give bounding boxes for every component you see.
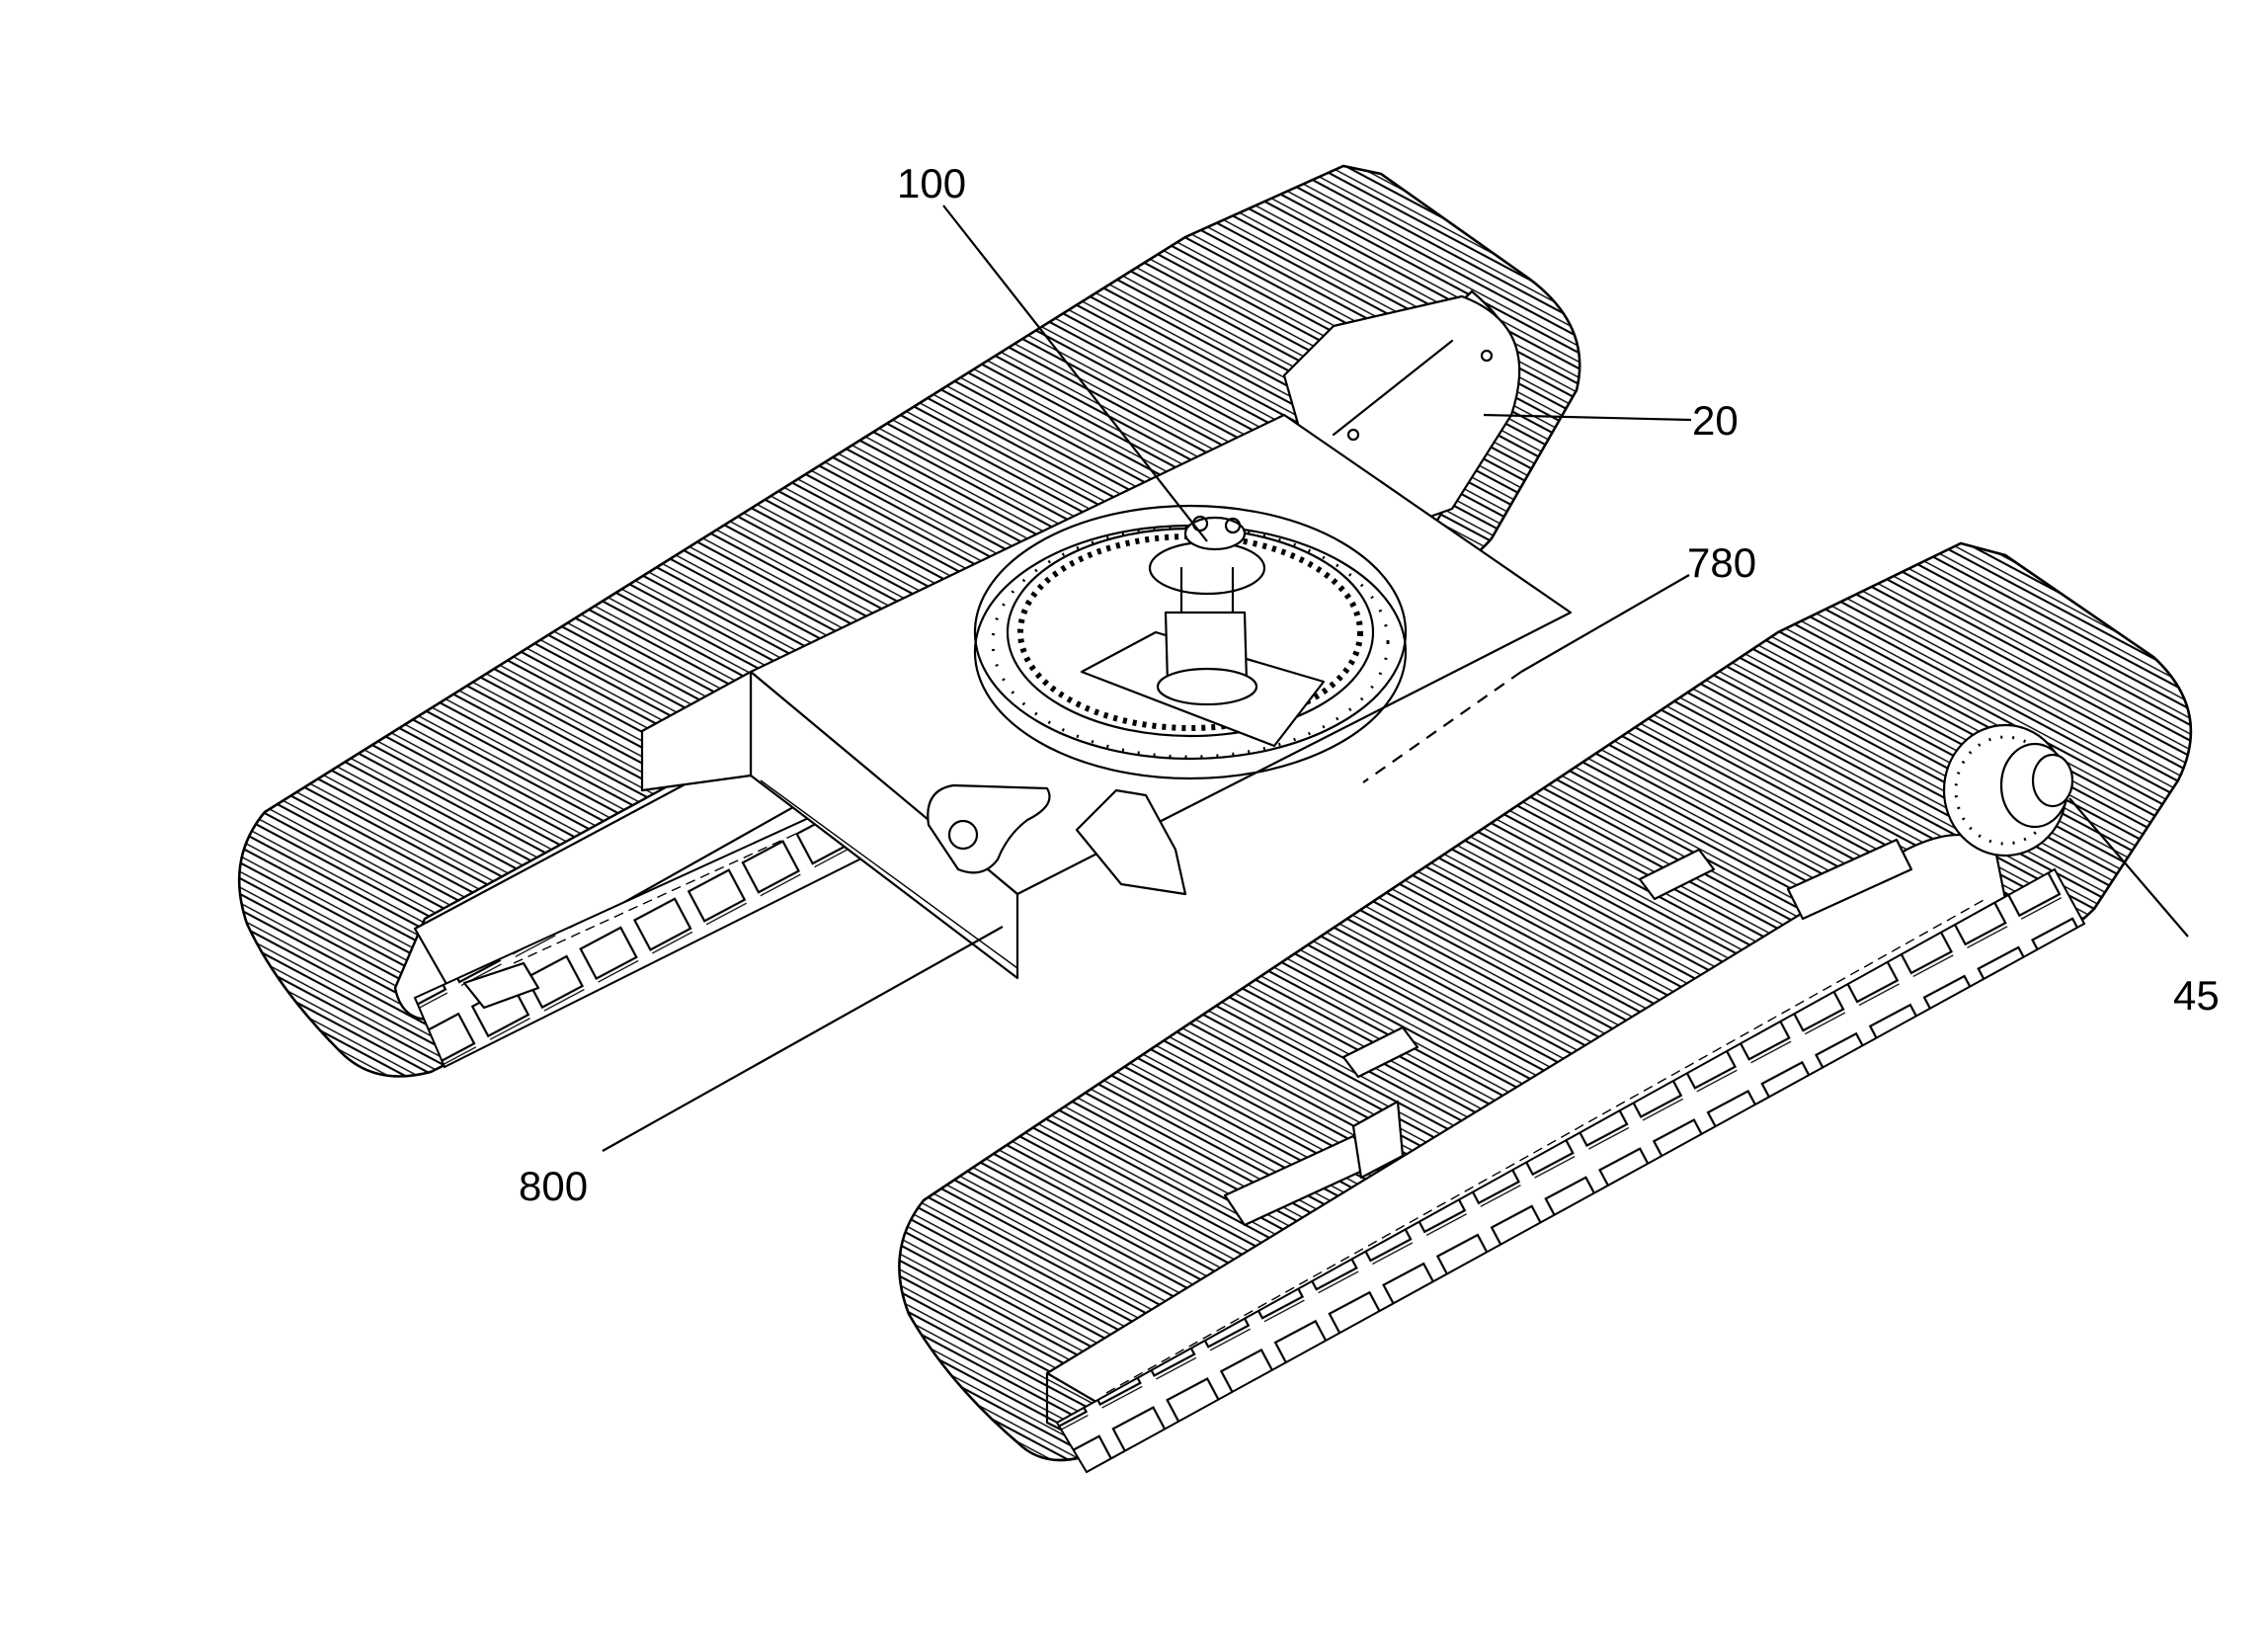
carrier-roller-1 [1341, 1025, 1419, 1079]
leader-20 [1483, 413, 1692, 422]
reference-numerals: 100 20 780 45 800 [519, 160, 2220, 1209]
label-780: 780 [1687, 539, 1756, 586]
rotary-joint-stem [1179, 566, 1235, 614]
rotary-joint-top [1183, 516, 1247, 551]
final-drive-cap [2031, 753, 2074, 808]
leader-780 [1520, 574, 1690, 673]
body-bracket [1075, 788, 1187, 896]
right-track-chain [1105, 898, 1986, 1394]
rotary-joint-port-2 [1224, 517, 1242, 534]
swing-bearing [973, 504, 1408, 780]
leader-45 [2068, 797, 2189, 938]
housing-chevron [1332, 339, 1454, 437]
right-crawler-track [898, 541, 2193, 1474]
car-body-left-face [640, 670, 753, 792]
label-45: 45 [2173, 972, 2220, 1019]
side-bracket [1351, 1100, 1405, 1180]
tow-lug-hole [947, 819, 979, 851]
label-20: 20 [1692, 397, 1739, 444]
left-track-roller-guard [462, 961, 540, 1010]
housing-bolt-3 [1480, 349, 1494, 363]
label-100: 100 [897, 160, 966, 206]
label-800: 800 [519, 1163, 588, 1209]
left-track-chain [513, 799, 870, 964]
housing-bolt-1 [1346, 428, 1360, 442]
car-body-edge [760, 779, 1018, 969]
swing-ring-gear-teeth [1017, 533, 1363, 731]
tow-lug [927, 783, 1051, 874]
leader-800 [602, 926, 1004, 1152]
carrier-roller-2 [1638, 848, 1716, 901]
rotary-joint-flange [1148, 540, 1266, 596]
leader-lines [602, 204, 2189, 1152]
swing-ring-bolt-circle [991, 526, 1390, 759]
leader-100 [942, 204, 1208, 542]
right-track-bottom-shoes [1055, 867, 2086, 1474]
leader-780-dashed [1362, 671, 1522, 783]
rotary-joint-foot [1156, 667, 1258, 706]
right-roller-guard-2 [1786, 838, 1913, 921]
right-track-belt-outer [898, 541, 2193, 1462]
